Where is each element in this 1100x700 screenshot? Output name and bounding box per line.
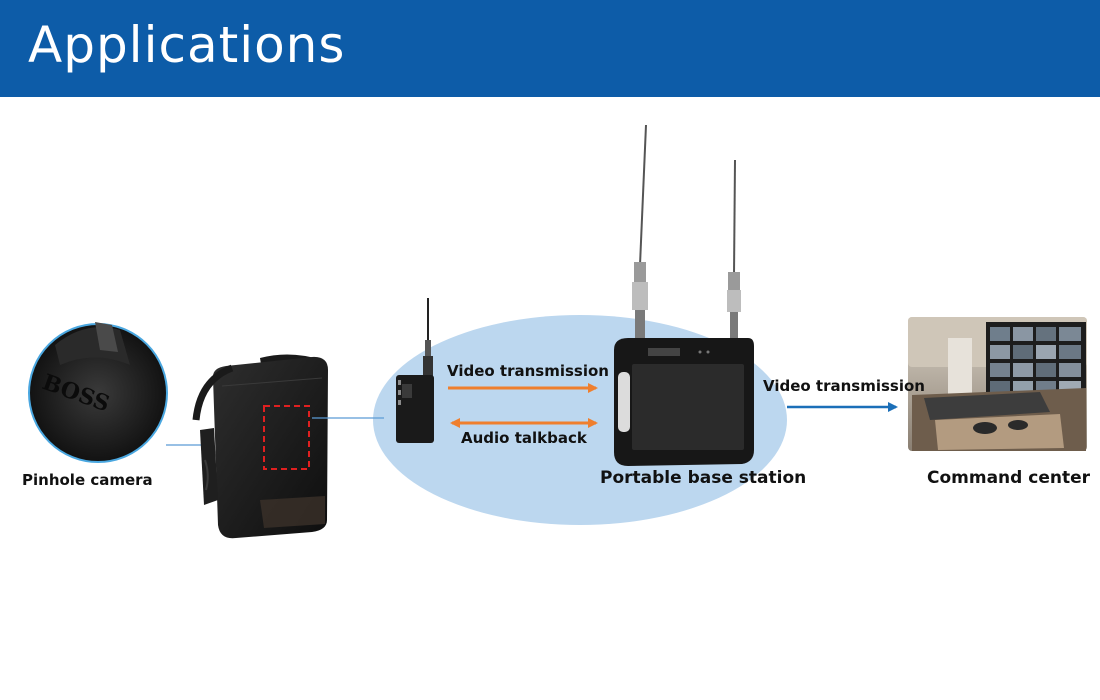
pinhole-camera-label: Pinhole camera xyxy=(22,471,153,489)
video-transmission-label-2: Video transmission xyxy=(763,377,925,395)
command-center-image xyxy=(908,317,1087,451)
audio-talkback-label: Audio talkback xyxy=(461,429,587,447)
command-center-label: Command center xyxy=(927,468,1090,488)
transmitter-device xyxy=(396,298,434,443)
portable-base-station-label: Portable base station xyxy=(600,468,807,488)
base-station-device xyxy=(614,124,754,466)
header-bar: Applications xyxy=(0,0,1100,97)
bag-image xyxy=(192,354,328,539)
page-title: Applications xyxy=(28,16,346,74)
camera-location-marker xyxy=(263,405,310,470)
pinhole-zoom-circle: BOSS xyxy=(28,322,168,463)
video-transmission-label-1: Video transmission xyxy=(447,362,609,380)
